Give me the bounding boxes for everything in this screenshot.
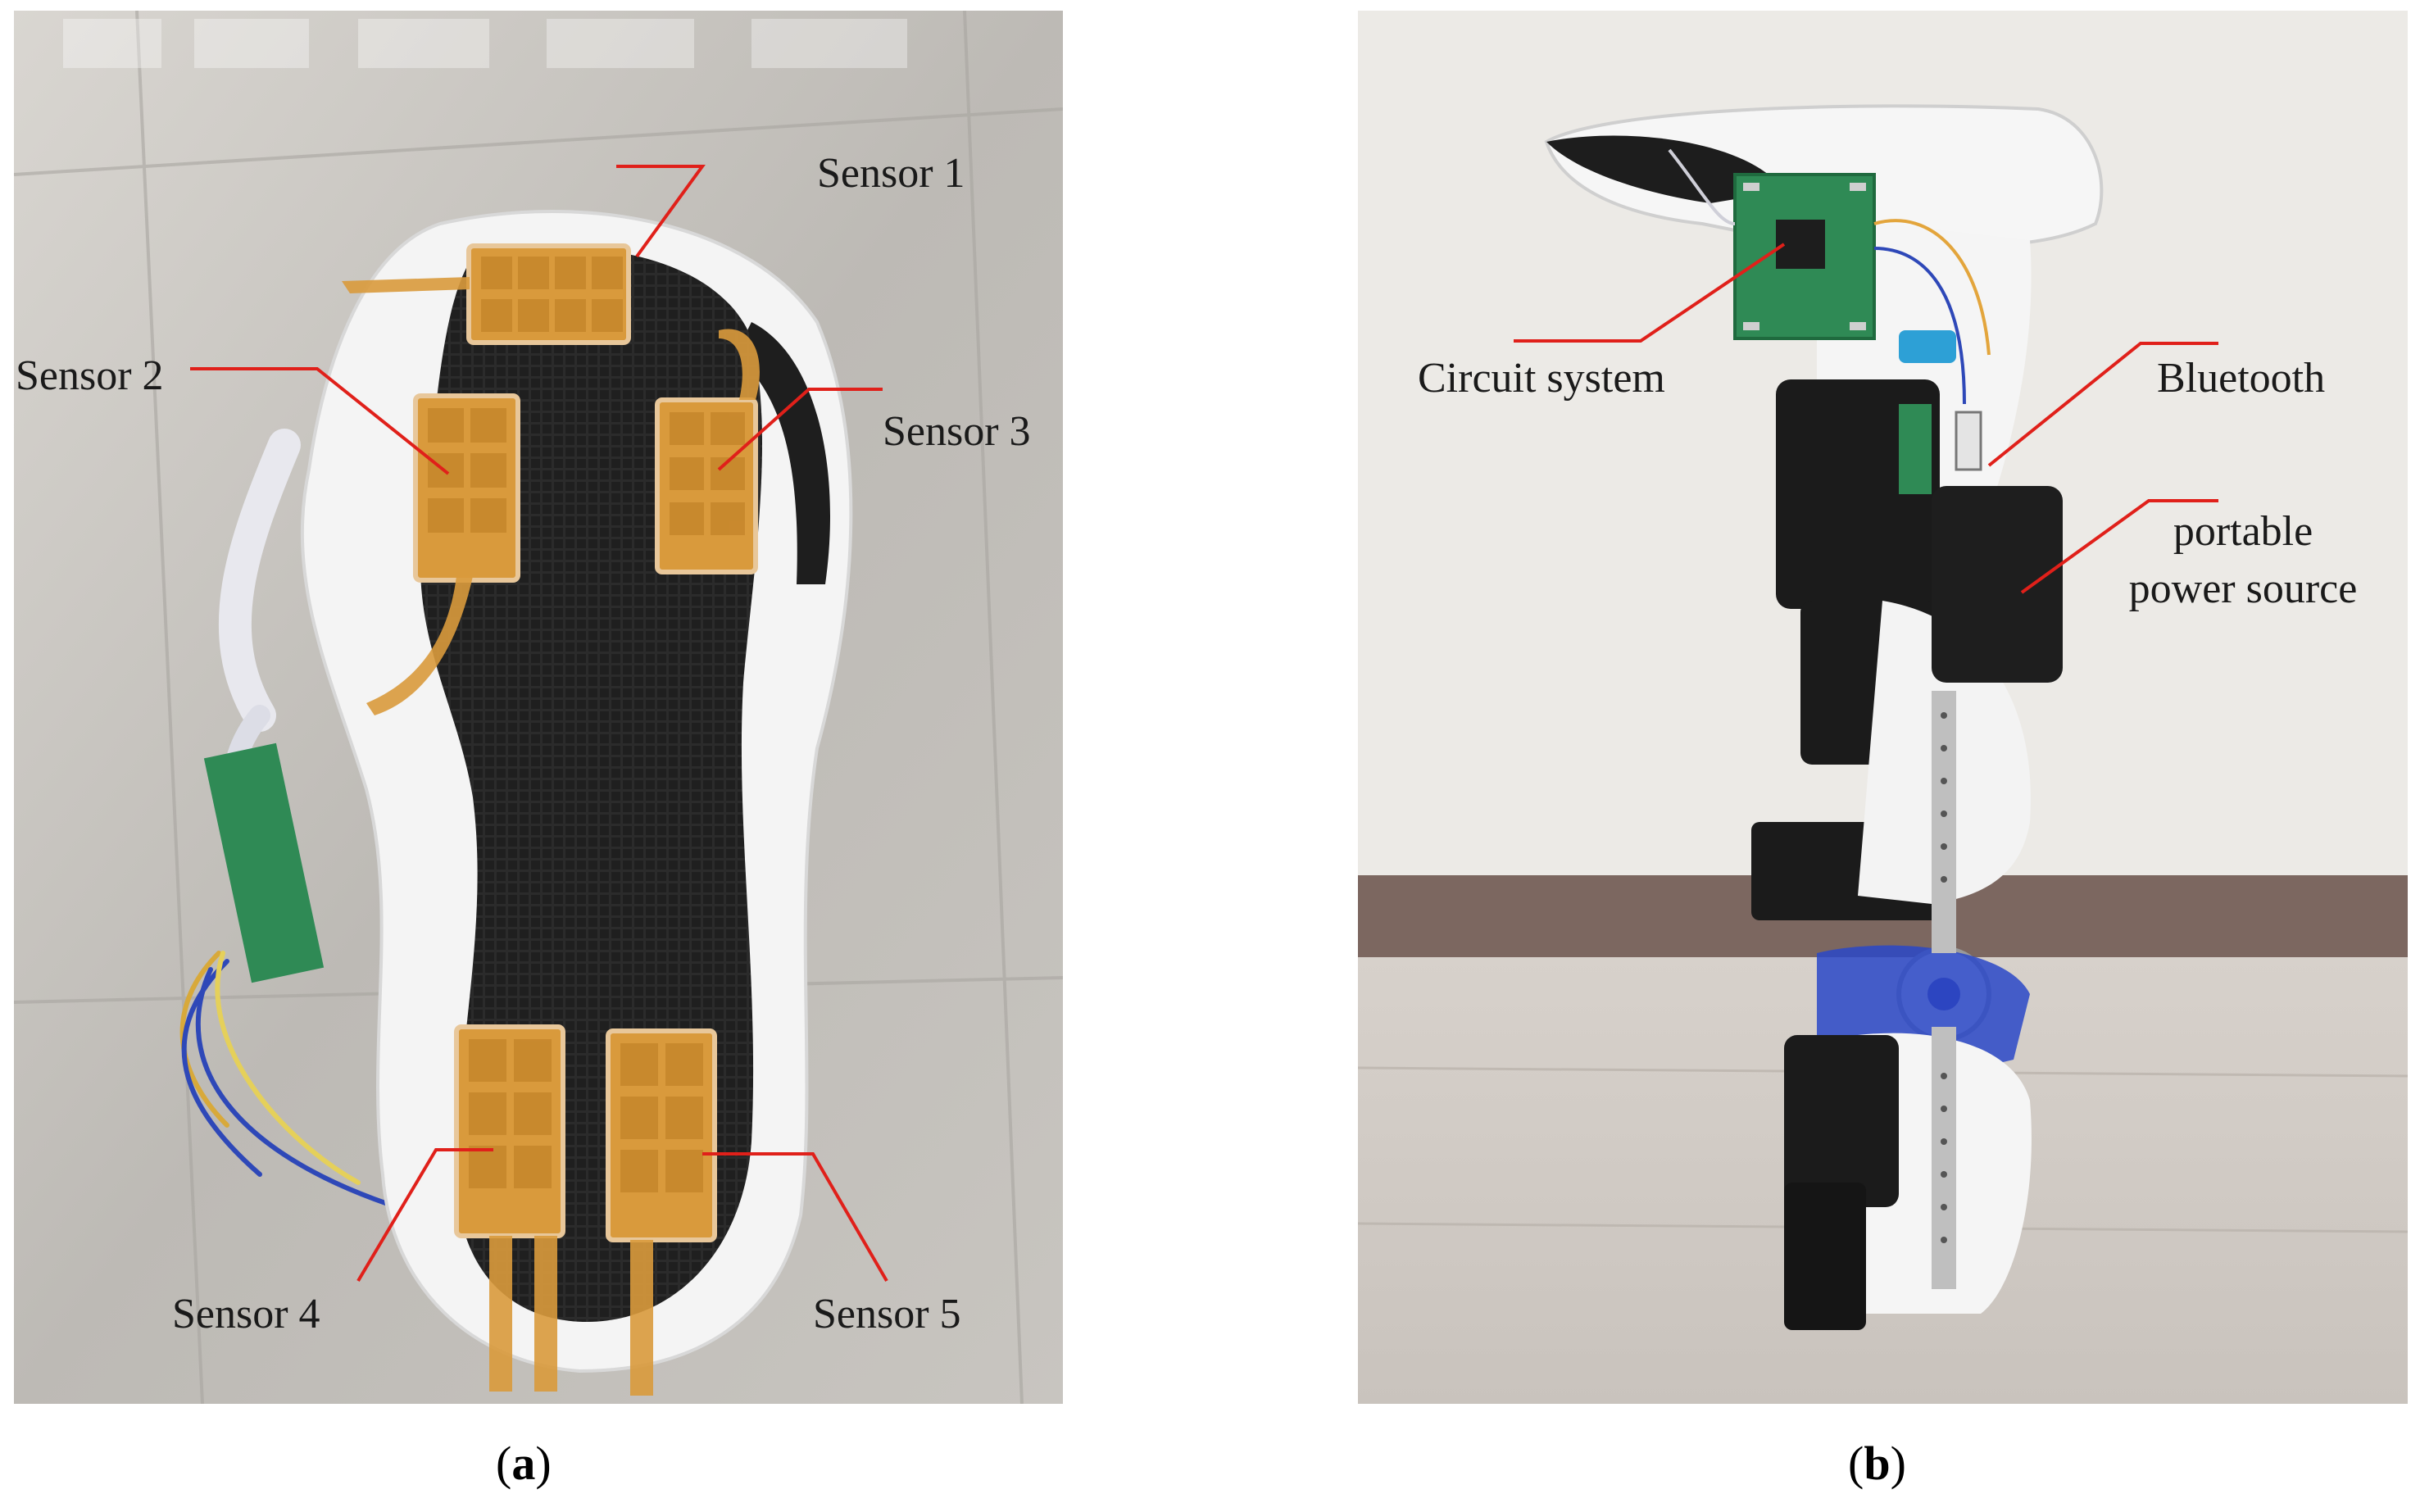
caption-a: (a) — [496, 1437, 552, 1490]
caption-b: (b) — [1848, 1437, 1906, 1490]
label-bluetooth: Bluetooth — [2157, 355, 2326, 402]
caption-b-letter: b — [1864, 1437, 1891, 1490]
label-circuit-system: Circuit system — [1418, 355, 1665, 402]
photo-panel-a: Sensor 1 Sensor 2 Sensor 3 Sensor 4 Sens… — [14, 11, 1063, 1404]
caption-a-letter: a — [511, 1437, 536, 1490]
knee-brace-photo — [1358, 11, 2408, 1404]
label-sensor-4: Sensor 4 — [172, 1291, 320, 1337]
label-sensor-3: Sensor 3 — [883, 408, 1031, 455]
shoe-sole-photo — [14, 11, 1063, 1404]
label-sensor-5: Sensor 5 — [813, 1291, 961, 1337]
label-power-source-line1: portable — [2173, 508, 2313, 555]
label-power-source-line2: power source — [2128, 565, 2358, 612]
label-sensor-2: Sensor 2 — [16, 352, 164, 399]
photo-panel-b: Circuit system Bluetooth portable power … — [1358, 11, 2408, 1404]
label-sensor-1: Sensor 1 — [817, 150, 965, 197]
